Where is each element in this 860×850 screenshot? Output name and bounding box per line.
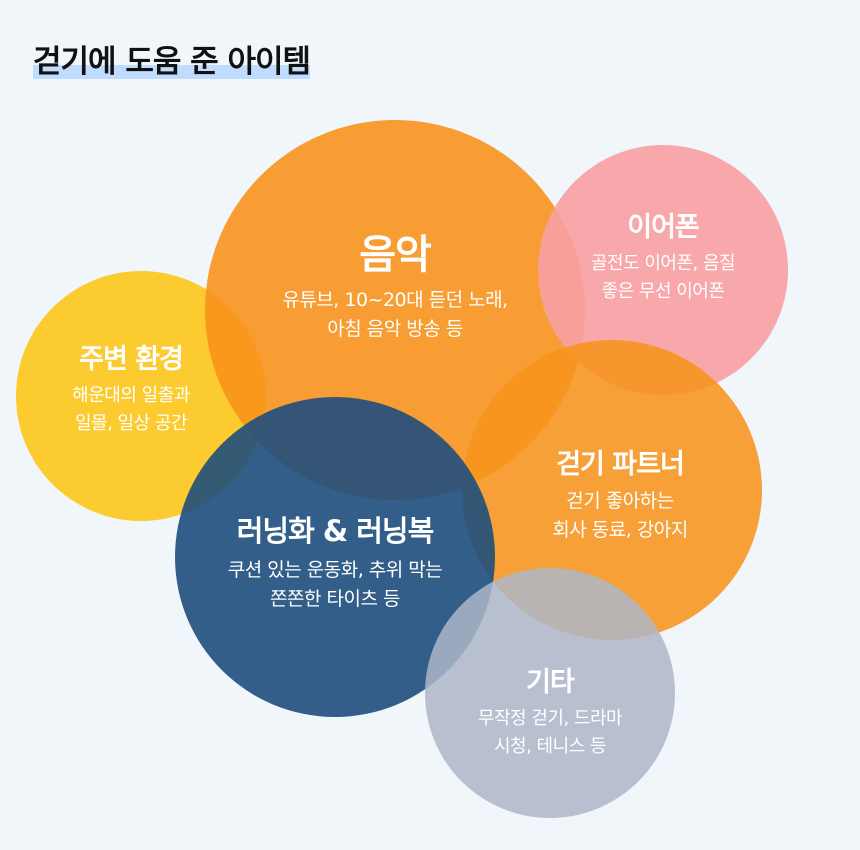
item-desc-line: 유튜브, 10~20대 듣던 노래, xyxy=(282,289,508,311)
page-title-text: 걷기에 도움 준 아이템 xyxy=(33,44,311,80)
item-title: 걷기 파트너 xyxy=(556,449,685,480)
label-music: 음악 유튜브, 10~20대 듣던 노래, 아침 음악 방송 등 xyxy=(282,222,508,344)
circle-other xyxy=(425,568,675,818)
item-title: 기타 xyxy=(526,667,575,698)
item-desc-line: 시청, 테니스 등 xyxy=(493,736,607,757)
item-desc-line: 좋은 무선 이어폰 xyxy=(601,281,725,302)
item-desc-line: 아침 음악 방송 등 xyxy=(327,318,463,340)
item-title: 주변 환경 xyxy=(79,344,184,375)
item-title: 러닝화 & 러닝복 xyxy=(236,514,435,548)
item-title: 이어폰 xyxy=(627,212,700,243)
item-desc-line: 해운대의 일출과 xyxy=(72,385,190,406)
item-desc-line: 쫀쫀한 타이츠 등 xyxy=(270,588,400,610)
item-title: 음악 xyxy=(359,232,432,278)
item-desc-line: 걷기 좋아하는 xyxy=(566,490,674,512)
item-desc-line: 회사 동료, 강아지 xyxy=(552,519,688,541)
item-desc-line: 무작정 걷기, 드라마 xyxy=(477,708,623,729)
page-title: 걷기에 도움 준 아이템 xyxy=(33,36,311,81)
item-desc-line: 일몰, 일상 공간 xyxy=(74,413,188,434)
item-desc-line: 쿠션 있는 운동화, 추위 막는 xyxy=(227,559,443,581)
item-desc-line: 골전도 이어폰, 음질 xyxy=(590,253,736,274)
